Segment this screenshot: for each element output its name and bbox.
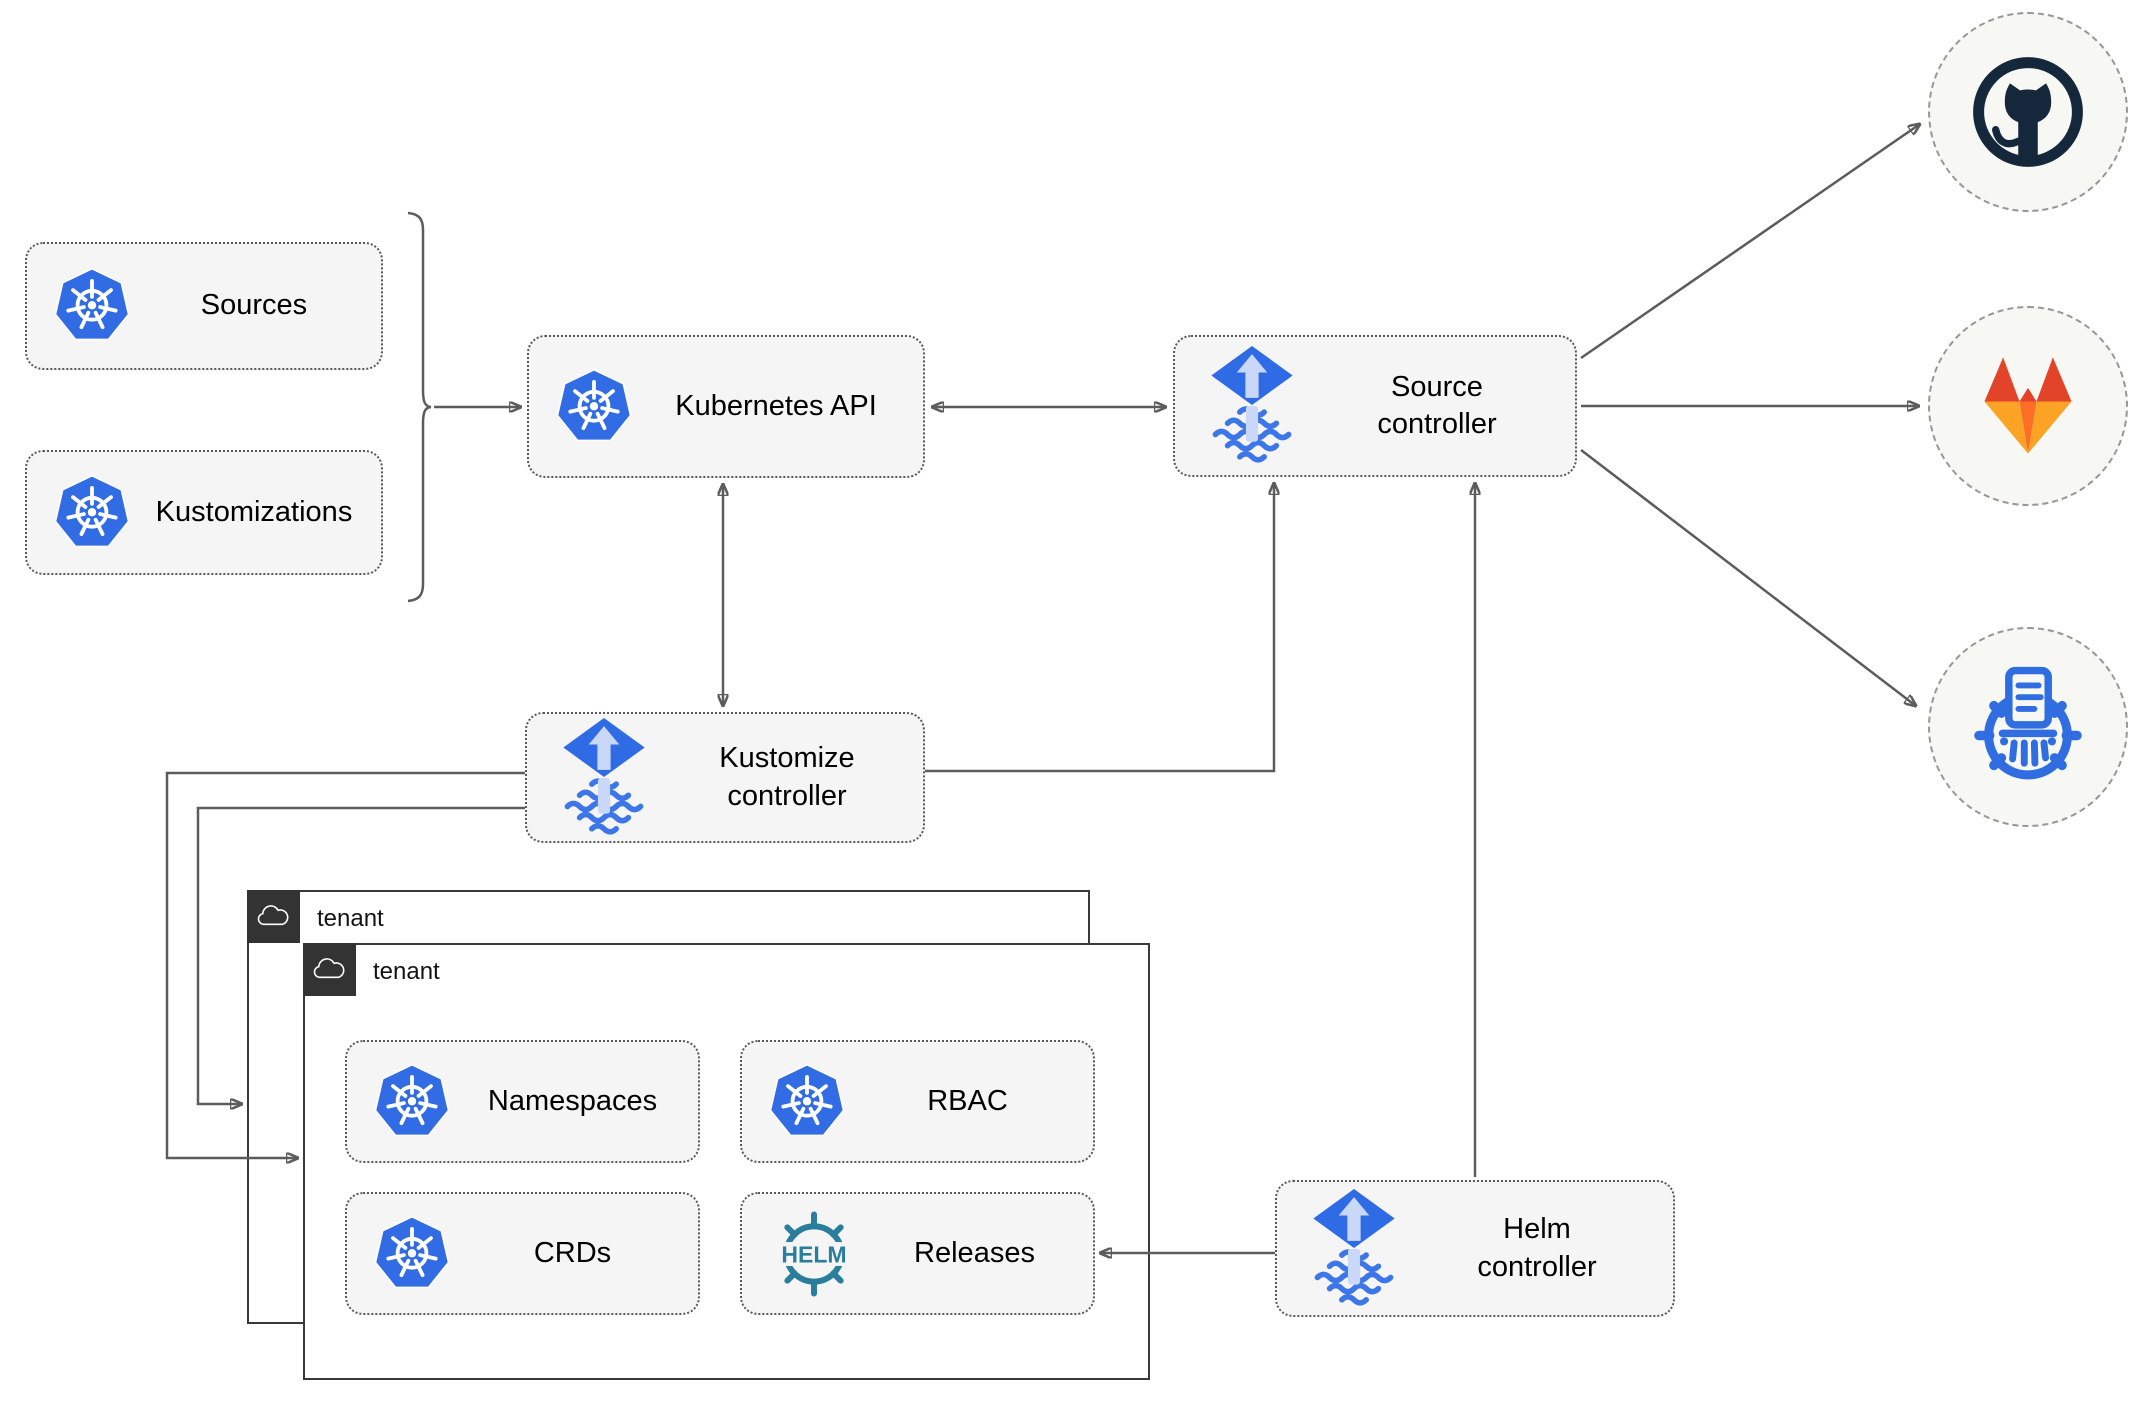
connector-source-to-chartmuseum (1580, 449, 1916, 706)
kubernetes-icon (373, 1064, 451, 1140)
tenant-label: tenant (317, 905, 384, 932)
node-namespaces: Namespaces (345, 1040, 700, 1163)
tenant-tab (246, 889, 300, 943)
node-kustomize-controller: Kustomize controller (525, 712, 925, 843)
kubernetes-icon (373, 1216, 451, 1292)
tenant-label: tenant (373, 958, 440, 985)
node-label: Kustomize controller (719, 742, 855, 812)
node-releases: Releases (740, 1192, 1095, 1315)
node-label: Namespaces (487, 1084, 658, 1117)
node-label: Kubernetes API (675, 389, 877, 422)
flux-icon (553, 717, 655, 839)
node-label: RBAC (927, 1084, 1008, 1117)
node-label: Source controller (1377, 370, 1497, 440)
cloud-icon (255, 903, 291, 930)
node-helm-controller: Helm controller (1275, 1180, 1675, 1317)
node-label: Sources (200, 289, 308, 322)
node-rbac: RBAC (740, 1040, 1095, 1163)
flux-icon (1303, 1188, 1405, 1310)
chartmuseum-endpoint (1928, 627, 2128, 827)
node-label: CRDs (533, 1236, 612, 1269)
cloud-icon (311, 956, 347, 983)
node-crds: CRDs (345, 1192, 700, 1315)
kubernetes-icon (53, 475, 131, 551)
flux-icon (1201, 345, 1303, 467)
kubernetes-icon (555, 369, 633, 445)
node-label: Releases (914, 1236, 1035, 1269)
connector-source-to-github (1580, 124, 1920, 360)
node-label: Helm controller (1477, 1213, 1597, 1283)
brace-sources-group (407, 211, 432, 603)
chartmuseum-icon (1964, 661, 2092, 793)
node-label: Kustomizations (155, 495, 353, 528)
node-kubernetes-api: Kubernetes API (527, 335, 925, 478)
node-kustomizations: Kustomizations (25, 450, 383, 575)
github-endpoint (1928, 12, 2128, 212)
gitlab-icon (1971, 354, 2085, 458)
helm-icon (768, 1208, 860, 1300)
github-icon (1967, 51, 2089, 173)
kubernetes-icon (768, 1064, 846, 1140)
kubernetes-icon (53, 268, 131, 344)
node-source-controller: Source controller (1173, 335, 1577, 477)
tenant-tab (302, 942, 356, 996)
node-sources: Sources (25, 242, 383, 370)
gitlab-endpoint (1928, 306, 2128, 506)
connector-kustomize-to-source (925, 483, 1274, 773)
